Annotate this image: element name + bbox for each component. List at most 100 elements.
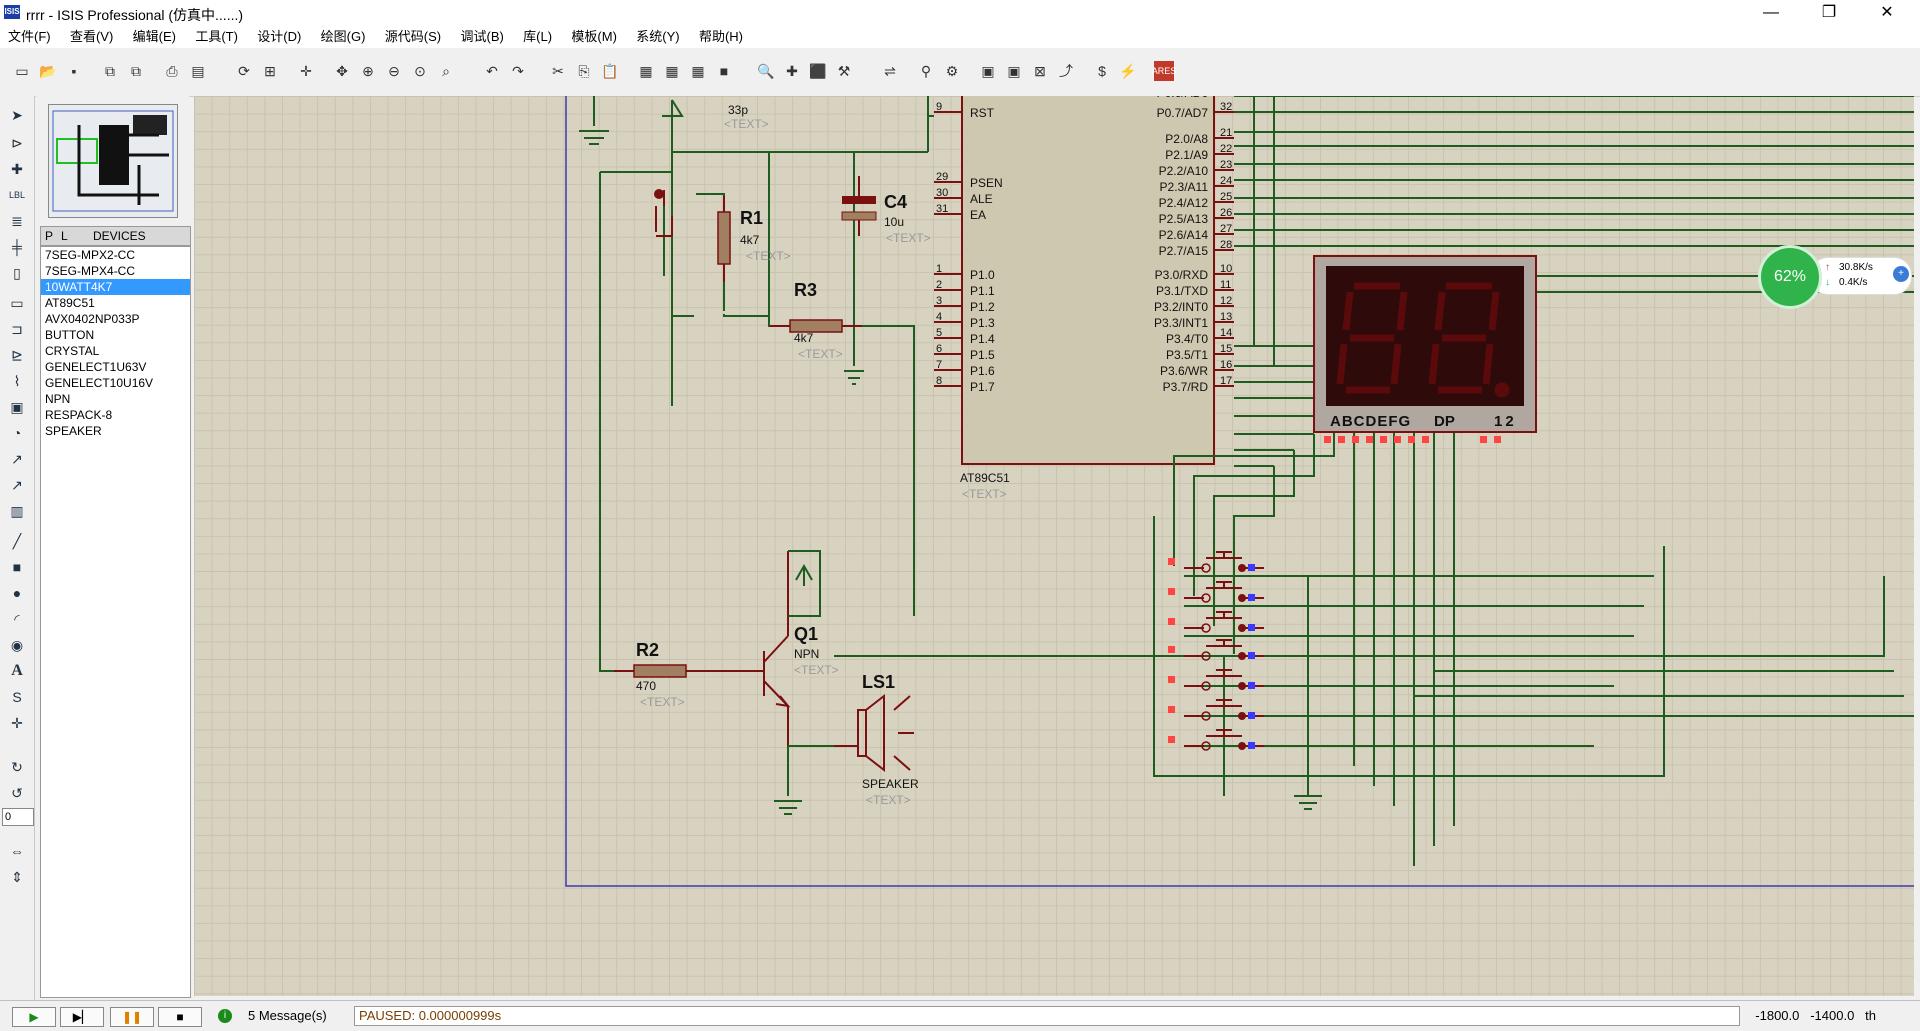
new-sheet-icon[interactable]: ▣ bbox=[981, 62, 995, 79]
pan-icon[interactable]: ✥ bbox=[336, 62, 348, 79]
close-button[interactable]: ✕ bbox=[1880, 4, 1894, 21]
pick-device-icon[interactable]: 🔍 bbox=[757, 62, 775, 79]
package-icon[interactable]: ⬛ bbox=[809, 62, 827, 79]
print-icon[interactable]: ⎙ bbox=[166, 62, 178, 79]
text-tool-icon[interactable]: A bbox=[11, 662, 23, 679]
stop-button[interactable]: ■ bbox=[158, 1007, 202, 1027]
origin-icon[interactable]: ✛ bbox=[300, 62, 312, 79]
device-item[interactable]: SPEAKER bbox=[45, 424, 102, 438]
redo-icon[interactable]: ↷ bbox=[512, 62, 524, 79]
mirror-x-icon[interactable]: ⇔ bbox=[10, 843, 24, 859]
boost-icon[interactable]: + bbox=[1893, 266, 1909, 282]
play-button[interactable]: ▶ bbox=[12, 1007, 56, 1027]
message-count[interactable]: 5 Message(s) bbox=[248, 1008, 327, 1023]
path-tool-icon[interactable]: ◉ bbox=[10, 636, 24, 653]
minimize-button[interactable]: — bbox=[1763, 4, 1779, 21]
line-tool-icon[interactable]: ╱ bbox=[12, 532, 22, 549]
component-mode-icon[interactable]: ⊳ bbox=[11, 134, 23, 151]
menu-design[interactable]: 设计(D) bbox=[257, 29, 302, 44]
menu-debug[interactable]: 调试(B) bbox=[460, 29, 504, 44]
device-item[interactable]: CRYSTAL bbox=[45, 344, 100, 358]
grid-icon[interactable]: ⊞ bbox=[264, 62, 276, 79]
device-item[interactable]: GENELECT1U63V bbox=[45, 360, 147, 374]
current-probe-icon[interactable]: ↗ bbox=[11, 450, 23, 467]
decompose-icon[interactable]: ⚒ bbox=[837, 62, 851, 79]
save-icon[interactable]: ▪ bbox=[71, 63, 77, 79]
pick-library-tab[interactable]: P bbox=[45, 229, 54, 243]
box-tool-icon[interactable]: ■ bbox=[12, 559, 22, 575]
block-rotate-icon[interactable]: ▦ bbox=[691, 62, 705, 79]
network-monitor-widget[interactable]: ↑ 30.8K/s ↓ 0.4K/s + 62% bbox=[1758, 245, 1913, 309]
export-icon[interactable]: ⧉ bbox=[131, 62, 141, 79]
menu-graph[interactable]: 绘图(G) bbox=[320, 29, 366, 44]
generator-icon[interactable]: ▣ bbox=[10, 398, 24, 415]
junction-mode-icon[interactable]: ✚ bbox=[11, 160, 23, 177]
subcircuit-icon[interactable]: ▯ bbox=[13, 264, 21, 281]
schematic-canvas[interactable]: R1 4k7 <TEXT> R3 4k7 <TEXT> C4 10u <TEXT… bbox=[194, 96, 1914, 996]
menu-file[interactable]: 文件(F) bbox=[8, 29, 51, 44]
device-item[interactable]: AT89C51 bbox=[45, 296, 95, 310]
menu-tools[interactable]: 工具(T) bbox=[195, 29, 238, 44]
marker-tool-icon[interactable]: ✛ bbox=[11, 714, 23, 731]
menu-edit[interactable]: 编辑(E) bbox=[132, 29, 176, 44]
menu-help[interactable]: 帮助(H) bbox=[698, 29, 743, 44]
step-button[interactable]: ▶▏ bbox=[60, 1007, 104, 1027]
mirror-y-icon[interactable]: ⇕ bbox=[11, 868, 23, 885]
device-item[interactable]: 7SEG-MPX4-CC bbox=[45, 264, 136, 278]
paste-icon[interactable]: 📋 bbox=[601, 62, 619, 79]
device-item[interactable]: BUTTON bbox=[45, 328, 95, 342]
library-manager-tab[interactable]: L bbox=[61, 229, 68, 243]
rotation-angle-input[interactable] bbox=[2, 808, 34, 826]
block-move-icon[interactable]: ▦ bbox=[665, 62, 679, 79]
search-tag-icon[interactable]: ⚲ bbox=[920, 62, 932, 79]
virtual-instrument-icon[interactable]: ↗ bbox=[11, 476, 23, 493]
cut-icon[interactable]: ✂ bbox=[552, 62, 564, 79]
refresh-icon[interactable]: ⟳ bbox=[238, 62, 250, 79]
block-copy-icon[interactable]: ▦ bbox=[639, 62, 653, 79]
label-mode-icon[interactable]: LBL bbox=[8, 190, 25, 200]
block-delete-icon[interactable]: ■ bbox=[719, 63, 729, 79]
selection-mode-icon[interactable]: ➤ bbox=[11, 106, 23, 123]
make-device-icon[interactable]: ✚ bbox=[786, 62, 798, 79]
goto-sheet-icon[interactable]: ⊠ bbox=[1034, 62, 1046, 79]
device-item[interactable]: 7SEG-MPX2-CC bbox=[45, 248, 136, 262]
menu-view[interactable]: 查看(V) bbox=[69, 29, 114, 44]
device-item[interactable]: NPN bbox=[45, 392, 71, 406]
undo-icon[interactable]: ↶ bbox=[486, 62, 498, 79]
print-area-icon[interactable]: ▤ bbox=[191, 62, 205, 79]
arc-tool-icon[interactable]: ◜ bbox=[14, 610, 20, 627]
text-script-icon[interactable]: ≣ bbox=[11, 212, 23, 229]
circle-tool-icon[interactable]: ● bbox=[12, 585, 22, 601]
device-item[interactable]: GENELECT10U16V bbox=[45, 376, 154, 390]
rotate-clockwise-icon[interactable]: ↻ bbox=[11, 758, 23, 775]
rotate-anticlockwise-icon[interactable]: ↺ bbox=[11, 784, 23, 801]
graph-mode-icon[interactable]: ⊵ bbox=[11, 346, 23, 363]
zoom-area-icon[interactable]: ⌕ bbox=[442, 62, 450, 79]
import-icon[interactable]: ⧉ bbox=[105, 62, 115, 79]
device-pin-icon[interactable]: ⊐ bbox=[11, 320, 23, 337]
zoom-out-icon[interactable]: ⊖ bbox=[388, 62, 400, 79]
remove-sheet-icon[interactable]: ▣ bbox=[1007, 62, 1021, 79]
zoom-all-icon[interactable]: ⊙ bbox=[414, 62, 426, 79]
electrical-check-icon[interactable]: ⚡ bbox=[1119, 62, 1137, 79]
bus-mode-icon[interactable]: ╪ bbox=[12, 239, 22, 255]
overview-window[interactable] bbox=[48, 104, 178, 218]
maximize-button[interactable]: ❐ bbox=[1821, 4, 1837, 21]
property-tool-icon[interactable]: ⚙ bbox=[945, 62, 959, 79]
bill-of-materials-icon[interactable]: $ bbox=[1098, 63, 1106, 79]
menu-system[interactable]: 系统(Y) bbox=[636, 29, 680, 44]
device-item[interactable]: AVX0402NP033P bbox=[45, 312, 140, 326]
menu-library[interactable]: 库(L) bbox=[523, 29, 553, 44]
symbol-tool-icon[interactable]: S bbox=[12, 689, 22, 705]
open-folder-icon[interactable]: 📂 bbox=[39, 62, 57, 79]
menu-source[interactable]: 源代码(S) bbox=[384, 29, 442, 44]
zoom-in-icon[interactable]: ⊕ bbox=[362, 62, 374, 79]
pause-button[interactable]: ❚❚ bbox=[110, 1007, 154, 1027]
tape-recorder-icon[interactable]: ⌇ bbox=[13, 372, 21, 389]
voltage-probe-icon[interactable]: ◔ bbox=[12, 425, 22, 441]
ares-icon[interactable]: ARES bbox=[1152, 61, 1176, 81]
wire-autoroute-icon[interactable]: ⇌ bbox=[884, 62, 896, 79]
meter-icon[interactable]: ▥ bbox=[10, 502, 24, 519]
terminal-icon[interactable]: ▭ bbox=[10, 294, 24, 311]
copy-icon[interactable]: ⎘ bbox=[578, 62, 590, 79]
